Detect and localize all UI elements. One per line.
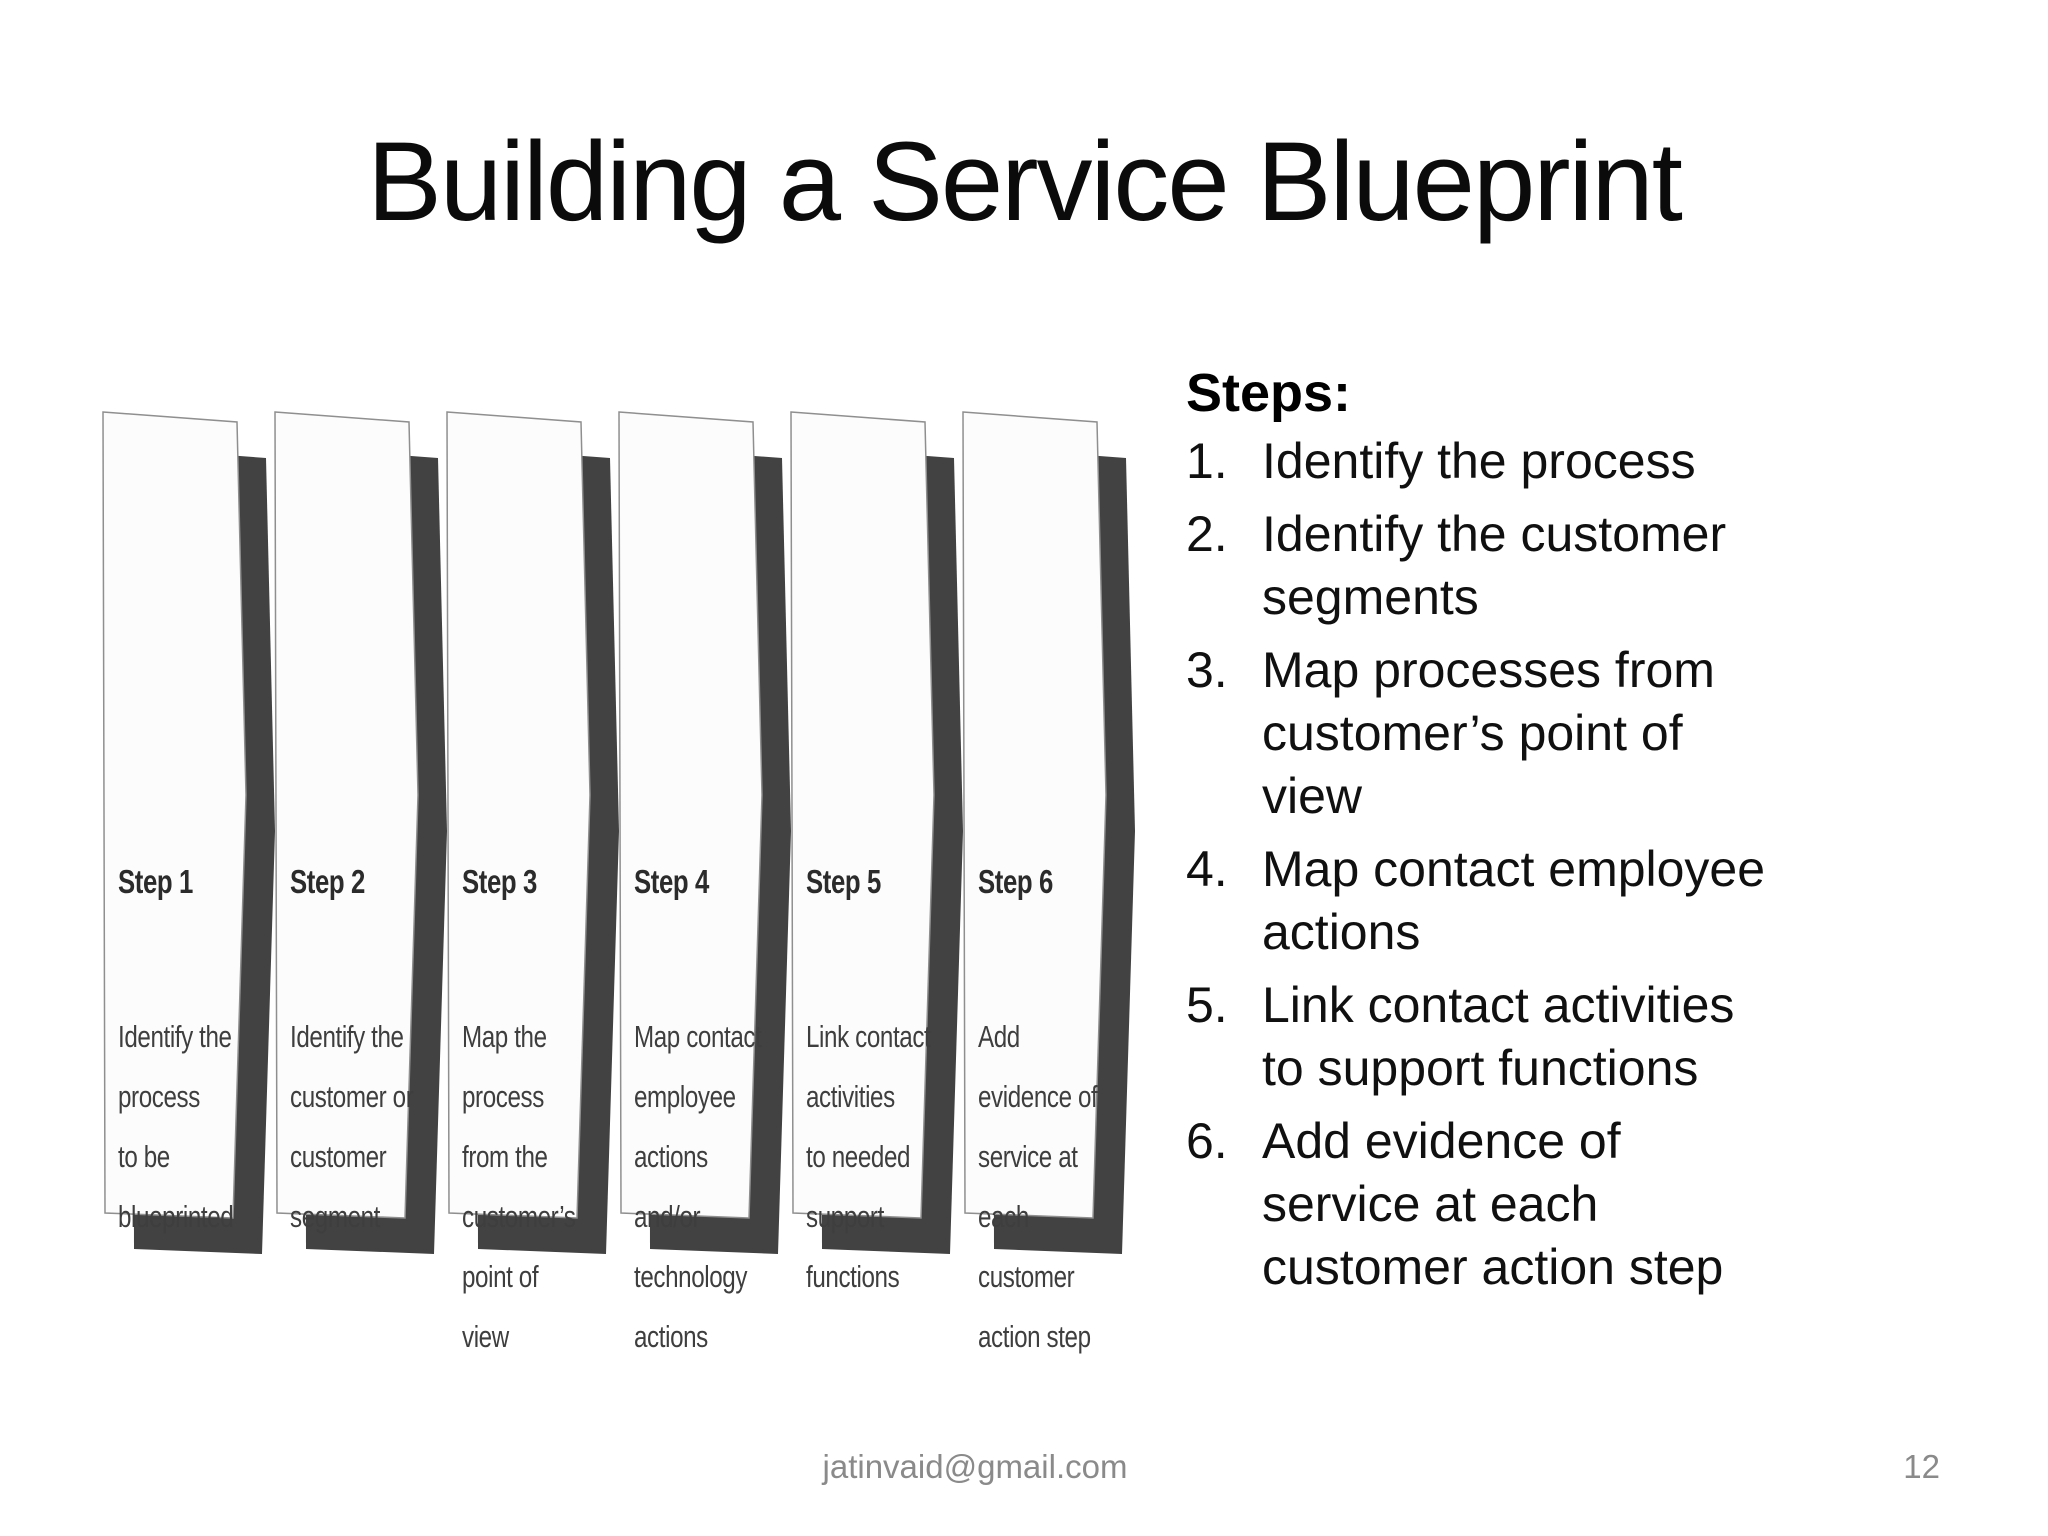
steps-list-item-text: Add evidence of service at each customer… [1262,1113,1724,1295]
step-panel [962,411,1107,1219]
steps-list-item-number: 1. [1186,433,1228,489]
step-panels-graphic [102,411,1135,1254]
steps-list-item-text: Identify the customer segments [1262,506,1727,625]
step-panel [274,411,419,1219]
steps-list-item: 2. Identify the customer segments [1186,503,1786,629]
steps-list-item: 5. Link contact activities to support fun… [1186,974,1786,1100]
step-panel-description-line: view [462,1319,509,1354]
steps-list-item-text: Map processes from customer’s point of v… [1262,642,1715,824]
steps-list-item-number: 6. [1186,1113,1228,1169]
step-panel [618,411,763,1219]
step-panel-description-line: actions [634,1319,708,1354]
steps-list: 1. Identify the process 2. Identify the cus… [1186,430,1786,1309]
steps-list-item-text: Link contact activities to support funct… [1262,977,1735,1096]
footer-email: jatinvaid@gmail.com [822,1448,1128,1485]
steps-list-item: 1. Identify the process [1186,430,1786,493]
steps-list-heading: Steps: [1186,363,1352,423]
step-panel [790,411,935,1219]
slide-title: Building a Service Blueprint [367,119,1683,244]
step-panel-description-line: action step [978,1319,1091,1354]
step-panel [102,411,247,1219]
steps-list-item-number: 2. [1186,506,1228,562]
steps-list-item: 3. Map processes from customer’s point of… [1186,639,1786,828]
steps-list-item-number: 5. [1186,977,1228,1033]
steps-list-item: 4. Map contact employee actions [1186,838,1786,964]
steps-list-item-number: 4. [1186,841,1228,897]
footer-page-number: 12 [1903,1448,1940,1485]
steps-list-item-number: 3. [1186,642,1228,698]
steps-list-item-text: Identify the process [1262,433,1696,489]
step-panel [446,411,591,1219]
steps-list-item: 6. Add evidence of service at each custom… [1186,1110,1786,1299]
steps-list-item-text: Map contact employee actions [1262,841,1766,960]
